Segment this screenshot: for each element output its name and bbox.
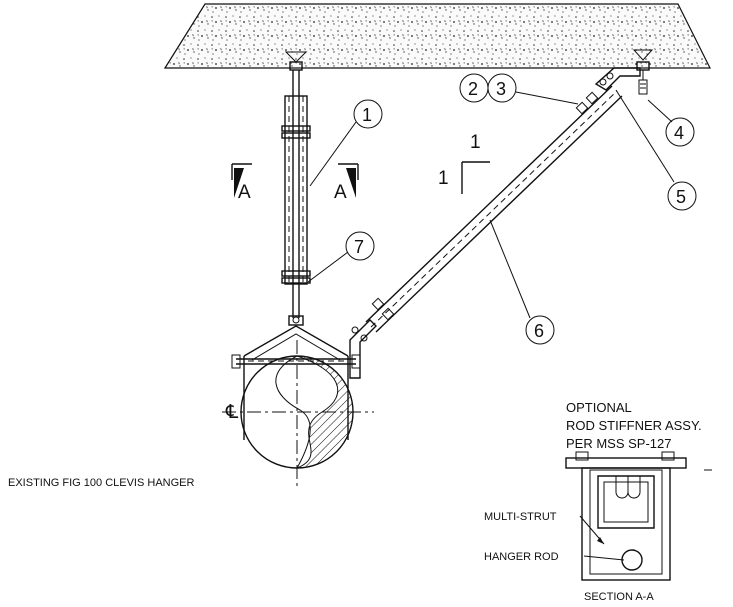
- anchor-bolt-right: [632, 49, 654, 95]
- optional-note-line1: OPTIONAL: [566, 400, 632, 415]
- slope-run: 1: [438, 168, 449, 189]
- callout-2-3: 2 3: [459, 73, 579, 105]
- callout-4: 4: [647, 99, 695, 147]
- hanger-rod-leader: [583, 555, 625, 561]
- brace-bracket-lower: [349, 319, 377, 379]
- centerline-symbol: ℄: [225, 402, 239, 423]
- concrete-ceiling-slab: [163, 3, 711, 69]
- section-letter-right: A: [334, 182, 347, 203]
- callout-5: 5: [615, 89, 697, 211]
- brace-bracket-upper: [594, 67, 641, 91]
- callout-6: 6: [489, 219, 555, 345]
- section-title: SECTION A-A: [584, 591, 654, 603]
- existing-hanger-label: EXISTING FIG 100 CLEVIS HANGER: [8, 477, 194, 489]
- svg-text:5: 5: [676, 187, 686, 207]
- pipe-section: [222, 340, 374, 490]
- diagonal-brace-strut: [365, 85, 623, 333]
- hanger-rod-label: HANGER ROD: [484, 551, 559, 563]
- optional-note-line2: ROD STIFFNER ASSY.: [566, 418, 702, 433]
- slope-rise: 1: [470, 132, 481, 153]
- optional-note-line3: PER MSS SP-127: [566, 436, 672, 451]
- svg-text:4: 4: [674, 123, 684, 143]
- callout-1: 1: [309, 99, 383, 187]
- slope-indicator: 1 1: [438, 132, 490, 194]
- svg-text:7: 7: [354, 237, 364, 257]
- section-a-a-detail: [565, 451, 712, 581]
- section-letter-left: A: [238, 182, 251, 203]
- svg-text:2: 2: [468, 79, 478, 99]
- svg-text:3: 3: [496, 79, 506, 99]
- section-marker-right: A: [334, 163, 359, 203]
- callout-7: 7: [307, 231, 375, 283]
- svg-text:6: 6: [534, 321, 544, 341]
- clevis-hanger: [231, 325, 361, 440]
- multi-strut-label: MULTI-STRUT: [484, 511, 557, 523]
- section-marker-left: A: [231, 163, 252, 203]
- svg-text:1: 1: [362, 105, 372, 125]
- rod-insert-left: [284, 51, 308, 71]
- hanger-rod: [281, 70, 311, 326]
